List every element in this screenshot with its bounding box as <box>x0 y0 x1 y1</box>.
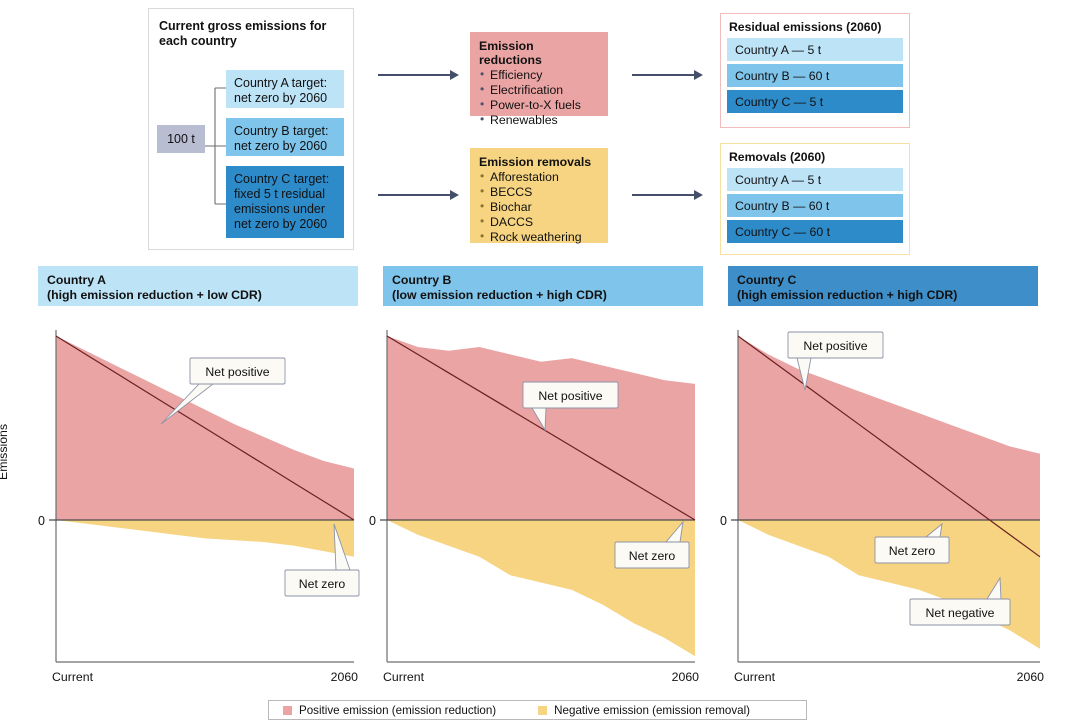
list-item: Power-to-X fuels <box>479 97 599 113</box>
table-row: Country B — 60 t <box>727 64 903 87</box>
list-item: BECCS <box>479 184 599 200</box>
table-row: Country B — 60 t <box>727 194 903 217</box>
arrow-to-residual-icon <box>632 70 703 80</box>
chart-header-country-b: Country B (low emission reduction + high… <box>383 266 703 306</box>
svg-text:2060: 2060 <box>672 670 700 684</box>
svg-text:Net positive: Net positive <box>538 389 602 403</box>
country-a-target-box: Country A target: net zero by 2060 <box>226 70 344 108</box>
svg-text:Net positive: Net positive <box>205 365 269 379</box>
emission-reductions-title: Emission reductions <box>479 39 542 67</box>
arrow-to-reductions-icon <box>378 70 459 80</box>
emission-removals-box: Emission removals Afforestation BECCS Bi… <box>470 148 608 245</box>
country-b-target-box: Country B target: net zero by 2060 <box>226 118 344 156</box>
legend-label-positive: Positive emission (emission reduction) <box>299 703 497 717</box>
svg-text:0: 0 <box>38 514 45 528</box>
gross-emissions-title: Current gross emissions for each country <box>159 19 327 48</box>
table-row: Country C — 5 t <box>727 90 903 113</box>
chart-header-title: Country A <box>47 273 106 287</box>
svg-text:Current: Current <box>52 670 94 684</box>
chart-header-country-a: Country A (high emission reduction + low… <box>38 266 358 306</box>
svg-text:Net positive: Net positive <box>803 339 867 353</box>
legend-label-negative: Negative emission (emission removal) <box>554 703 751 717</box>
chart-header-subtitle: (high emission reduction + low CDR) <box>47 288 262 302</box>
emission-removals-list: Afforestation BECCS Biochar DACCS Rock w… <box>479 169 599 245</box>
chart-header-title: Country B <box>392 273 452 287</box>
total-emissions-badge: 100 t <box>157 125 205 153</box>
list-item: Renewables <box>479 112 599 128</box>
svg-text:0: 0 <box>720 514 727 528</box>
country-c-target-box: Country C target: fixed 5 t residual emi… <box>226 166 344 238</box>
bracket-connector <box>205 87 229 205</box>
svg-text:Current: Current <box>383 670 425 684</box>
legend-swatch-positive-icon <box>283 705 292 715</box>
legend: Positive emission (emission reduction) N… <box>268 700 807 720</box>
legend-item-negative: Negative emission (emission removal) <box>538 704 750 717</box>
list-item: Rock weathering <box>479 229 599 245</box>
svg-text:2060: 2060 <box>331 670 359 684</box>
svg-text:2060: 2060 <box>1017 670 1045 684</box>
list-item: Electrification <box>479 82 599 98</box>
list-item: Biochar <box>479 199 599 215</box>
table-row: Country C — 60 t <box>727 220 903 243</box>
svg-text:0: 0 <box>369 514 376 528</box>
table-row: Country A — 5 t <box>727 38 903 61</box>
residual-emissions-title: Residual emissions (2060) <box>729 20 882 34</box>
svg-text:Current: Current <box>734 670 776 684</box>
arrow-to-removals-icon <box>378 190 459 200</box>
svg-text:Net zero: Net zero <box>889 544 936 558</box>
list-item: Afforestation <box>479 169 599 185</box>
table-row: Country A — 5 t <box>727 168 903 191</box>
chart-header-subtitle: (high emission reduction + high CDR) <box>737 288 958 302</box>
legend-swatch-negative-icon <box>538 705 548 715</box>
arrow-to-removals-panel-icon <box>632 190 703 200</box>
chart-header-country-c: Country C (high emission reduction + hig… <box>728 266 1038 306</box>
chart-header-title: Country C <box>737 273 797 287</box>
list-item: DACCS <box>479 214 599 230</box>
emission-removals-title: Emission removals <box>479 155 592 169</box>
emission-reductions-box: Emission reductions Efficiency Electrifi… <box>470 32 608 127</box>
removals-panel: Removals (2060) Country A — 5 t Country … <box>720 143 910 255</box>
chart-header-subtitle: (low emission reduction + high CDR) <box>392 288 607 302</box>
svg-text:Net zero: Net zero <box>299 577 346 591</box>
list-item: Efficiency <box>479 67 599 83</box>
svg-text:Net zero: Net zero <box>629 549 676 563</box>
svg-text:Net negative: Net negative <box>925 606 994 620</box>
residual-emissions-panel: Residual emissions (2060) Country A — 5 … <box>720 13 910 128</box>
emission-reductions-list: Efficiency Electrification Power-to-X fu… <box>479 67 599 128</box>
legend-item-positive: Positive emission (emission reduction) <box>283 704 496 717</box>
y-axis-label: Emissions <box>0 423 10 480</box>
removals-panel-title: Removals (2060) <box>729 150 826 164</box>
